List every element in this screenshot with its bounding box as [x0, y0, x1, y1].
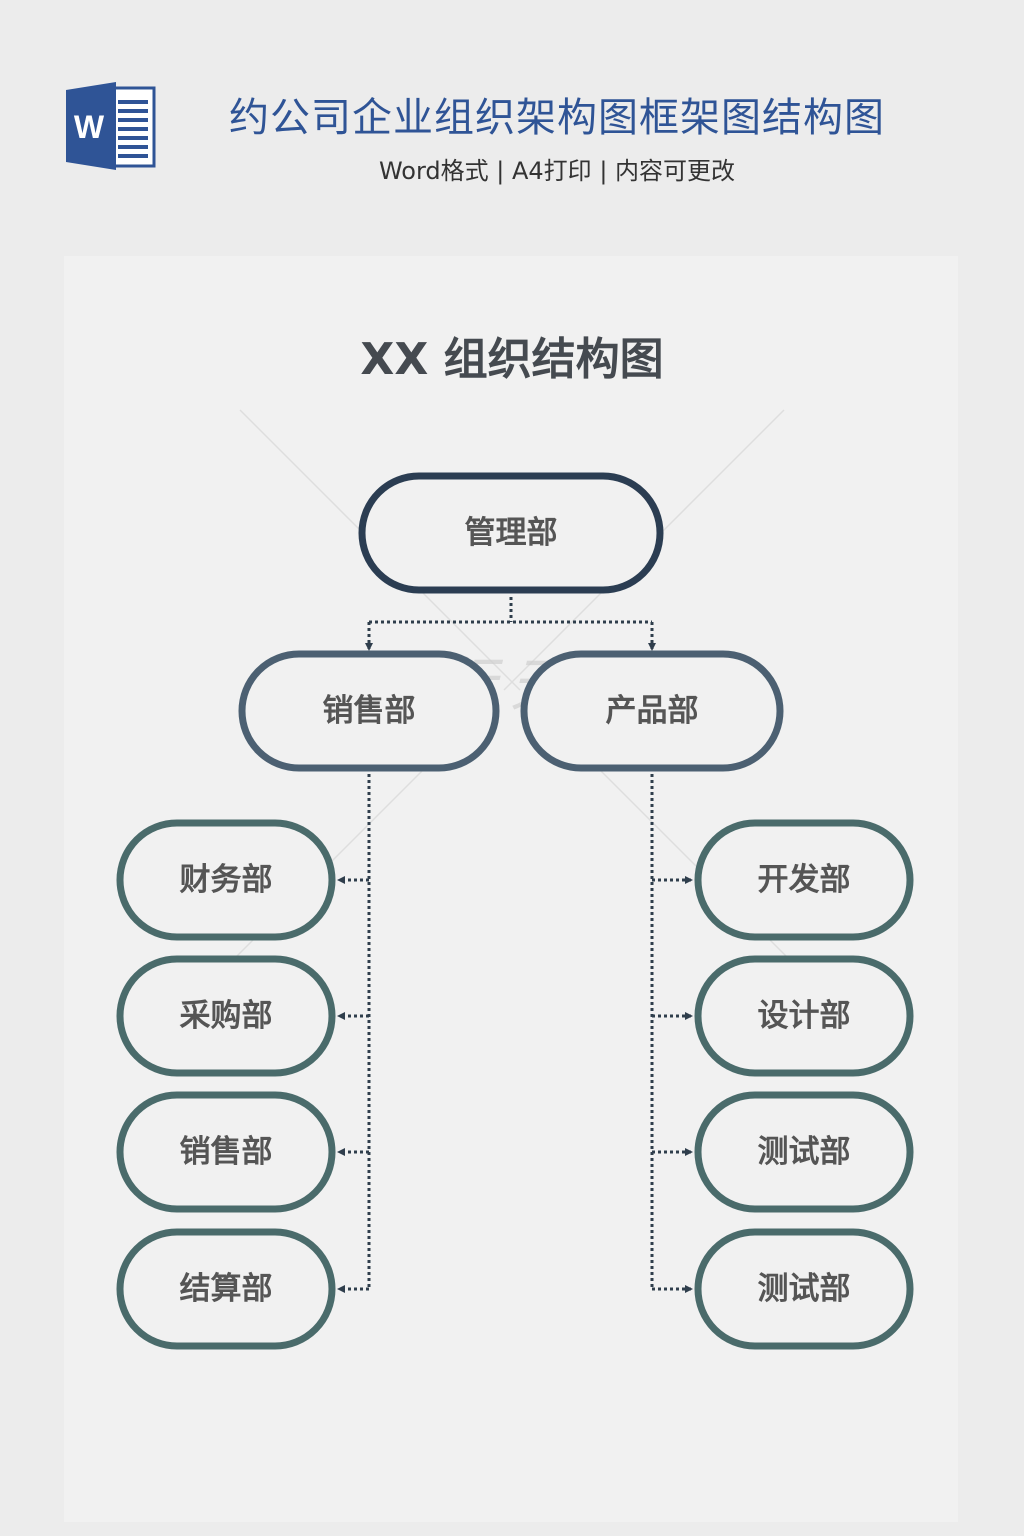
node-leaf-label: 采购部: [179, 998, 273, 1034]
node-leaf-left-2: [116, 1091, 336, 1213]
node-leaf-label: 销售部: [179, 1134, 273, 1170]
node-leaf-right-3: [694, 1228, 914, 1350]
node-leaf-right-0: [694, 819, 914, 941]
node-leaf-label: 财务部: [179, 862, 273, 898]
node-leaf-left-0: [116, 819, 336, 941]
word-document-icon: W: [64, 80, 158, 172]
word-logo-letter: W: [74, 109, 105, 145]
node-leaf-label: 设计部: [757, 998, 851, 1034]
node-leaf-right-1: [694, 955, 914, 1077]
node-leaf-left-1: [116, 955, 336, 1077]
page-header: W 约公司企业组织架构图框架图结构图 Word格式 | A4打印 | 内容可更改: [0, 0, 1024, 240]
page-title: 约公司企业组织架构图框架图结构图: [229, 95, 885, 141]
node-leaf-label: 测试部: [757, 1271, 851, 1307]
node-branch-label: 销售部: [322, 693, 416, 729]
node-root-label: 管理部: [464, 515, 558, 551]
node-root: [358, 472, 664, 594]
connectors: [337, 597, 693, 1293]
node-branch-1: [520, 650, 784, 772]
page-subtitle: Word格式 | A4打印 | 内容可更改: [378, 157, 736, 185]
node-leaf-label: 结算部: [179, 1271, 273, 1307]
diagram-title: XX 组织结构图: [360, 334, 664, 385]
node-branch-label: 产品部: [605, 693, 699, 729]
node-leaf-left-3: [116, 1228, 336, 1350]
node-branch-0: [238, 650, 500, 772]
node-leaf-label: 开发部: [757, 862, 851, 898]
node-leaf-label: 测试部: [757, 1134, 851, 1170]
node-leaf-right-2: [694, 1091, 914, 1213]
